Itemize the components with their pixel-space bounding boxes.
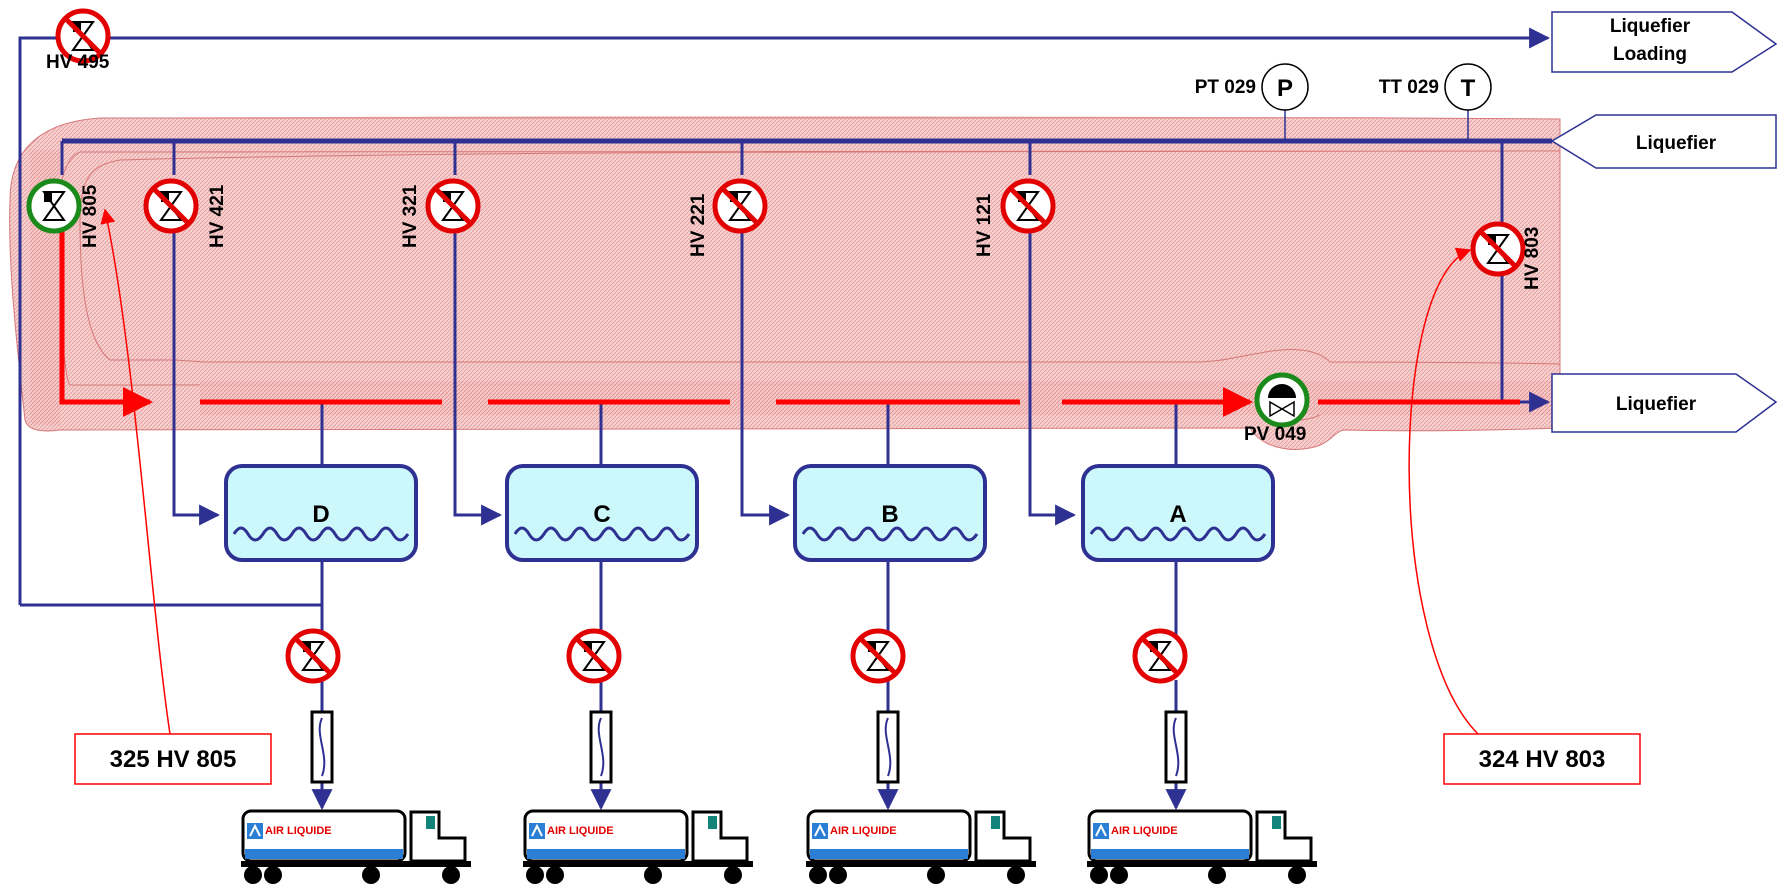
tank-label: A (1169, 501, 1186, 528)
tanker-truck-a: AIR LIQUIDE (1087, 809, 1317, 884)
valve-hv121[interactable] (1000, 178, 1056, 234)
valve-outlet-a[interactable] (1132, 628, 1188, 684)
temperature-tag: TT 029 (1379, 77, 1439, 98)
filter-a (1164, 710, 1188, 784)
callout-hv803: 324 HV 803 (1408, 247, 1641, 785)
pipe-network (18, 27, 1552, 811)
valve-label-hv421: HV 421 (207, 184, 228, 248)
wheel (829, 866, 847, 884)
wheel (1288, 866, 1306, 884)
valve-label-hv321: HV 321 (400, 184, 421, 248)
valve-label-pv049: PV 049 (1244, 424, 1306, 445)
truck-brand-text: AIR LIQUIDE (1111, 825, 1178, 837)
wheel (724, 866, 742, 884)
tank-label: D (312, 501, 329, 528)
valve-label-hv121: HV 121 (974, 193, 995, 257)
wheel (1110, 866, 1128, 884)
valve-hv495[interactable] (55, 8, 111, 64)
valve-hv803[interactable] (1470, 221, 1526, 277)
highlight-return-band (200, 381, 1640, 415)
liquid-level-wave (232, 526, 410, 542)
callout-right-text: 324 HV 803 (1479, 746, 1606, 773)
wheel (546, 866, 564, 884)
callout-hv805: 325 HV 805 (74, 208, 272, 785)
wheel (442, 866, 460, 884)
truck-brand-text: AIR LIQUIDE (547, 825, 614, 837)
filter-c (589, 710, 613, 784)
valve-outlet-d[interactable] (285, 628, 341, 684)
tanker-truck-b: AIR LIQUIDE (806, 809, 1036, 884)
valve-hv321[interactable] (425, 178, 481, 234)
outlet-supply-label: Liquefier (1636, 133, 1717, 154)
wheel (1090, 866, 1108, 884)
valve-hv221[interactable] (712, 178, 768, 234)
outlet-liquefier-loading: Liquefier Loading (1551, 11, 1778, 73)
wheel (362, 866, 380, 884)
tank-b: B (793, 464, 987, 562)
wheel (244, 866, 262, 884)
liquid-level-wave (513, 526, 691, 542)
outlet-return-label: Liquefier (1616, 394, 1697, 415)
outlet-loading-line2: Loading (1613, 44, 1687, 65)
tank-a: A (1081, 464, 1275, 562)
wheel (526, 866, 544, 884)
return-flow-line (59, 200, 1520, 417)
valve-label-hv803: HV 803 (1522, 227, 1543, 290)
filter-b (876, 710, 900, 784)
callout-left-text: 325 HV 805 (110, 746, 237, 773)
outlet-liquefier-supply: Liquefier (1550, 114, 1777, 169)
liquid-level-wave (1089, 526, 1267, 542)
tank-label: B (881, 501, 898, 528)
tanker-truck-d: AIR LIQUIDE (241, 809, 471, 884)
pressure-tag: PT 029 (1195, 77, 1256, 98)
tank-c: C (505, 464, 699, 562)
truck-brand-text: AIR LIQUIDE (265, 825, 332, 837)
filter-d (310, 710, 334, 784)
truck-brand-text: AIR LIQUIDE (830, 825, 897, 837)
wheel (644, 866, 662, 884)
valve-hv805[interactable] (26, 178, 82, 234)
wheel (1208, 866, 1226, 884)
temperature-transmitter: T TT 029 (1379, 63, 1492, 111)
temperature-symbol: T (1461, 75, 1476, 102)
wheel (927, 866, 945, 884)
valve-outlet-c[interactable] (566, 628, 622, 684)
tank-d: D (224, 464, 418, 562)
wheel (1007, 866, 1025, 884)
wheel (264, 866, 282, 884)
valve-label-hv805: HV 805 (80, 184, 101, 248)
valve-label-hv221: HV 221 (688, 193, 709, 257)
pressure-symbol: P (1277, 75, 1293, 102)
wheel (809, 866, 827, 884)
valve-hv421[interactable] (143, 178, 199, 234)
valve-outlet-b[interactable] (850, 628, 906, 684)
valve-label-hv495: HV 495 (46, 52, 110, 73)
outlet-loading-line1: Liquefier (1610, 16, 1691, 37)
pressure-transmitter: P PT 029 (1195, 63, 1309, 111)
valve-pv049[interactable] (1254, 372, 1310, 428)
tank-label: C (593, 501, 610, 528)
liquid-level-wave (801, 526, 979, 542)
tanker-truck-c: AIR LIQUIDE (523, 809, 753, 884)
outlet-liquefier-return: Liquefier (1551, 373, 1778, 433)
